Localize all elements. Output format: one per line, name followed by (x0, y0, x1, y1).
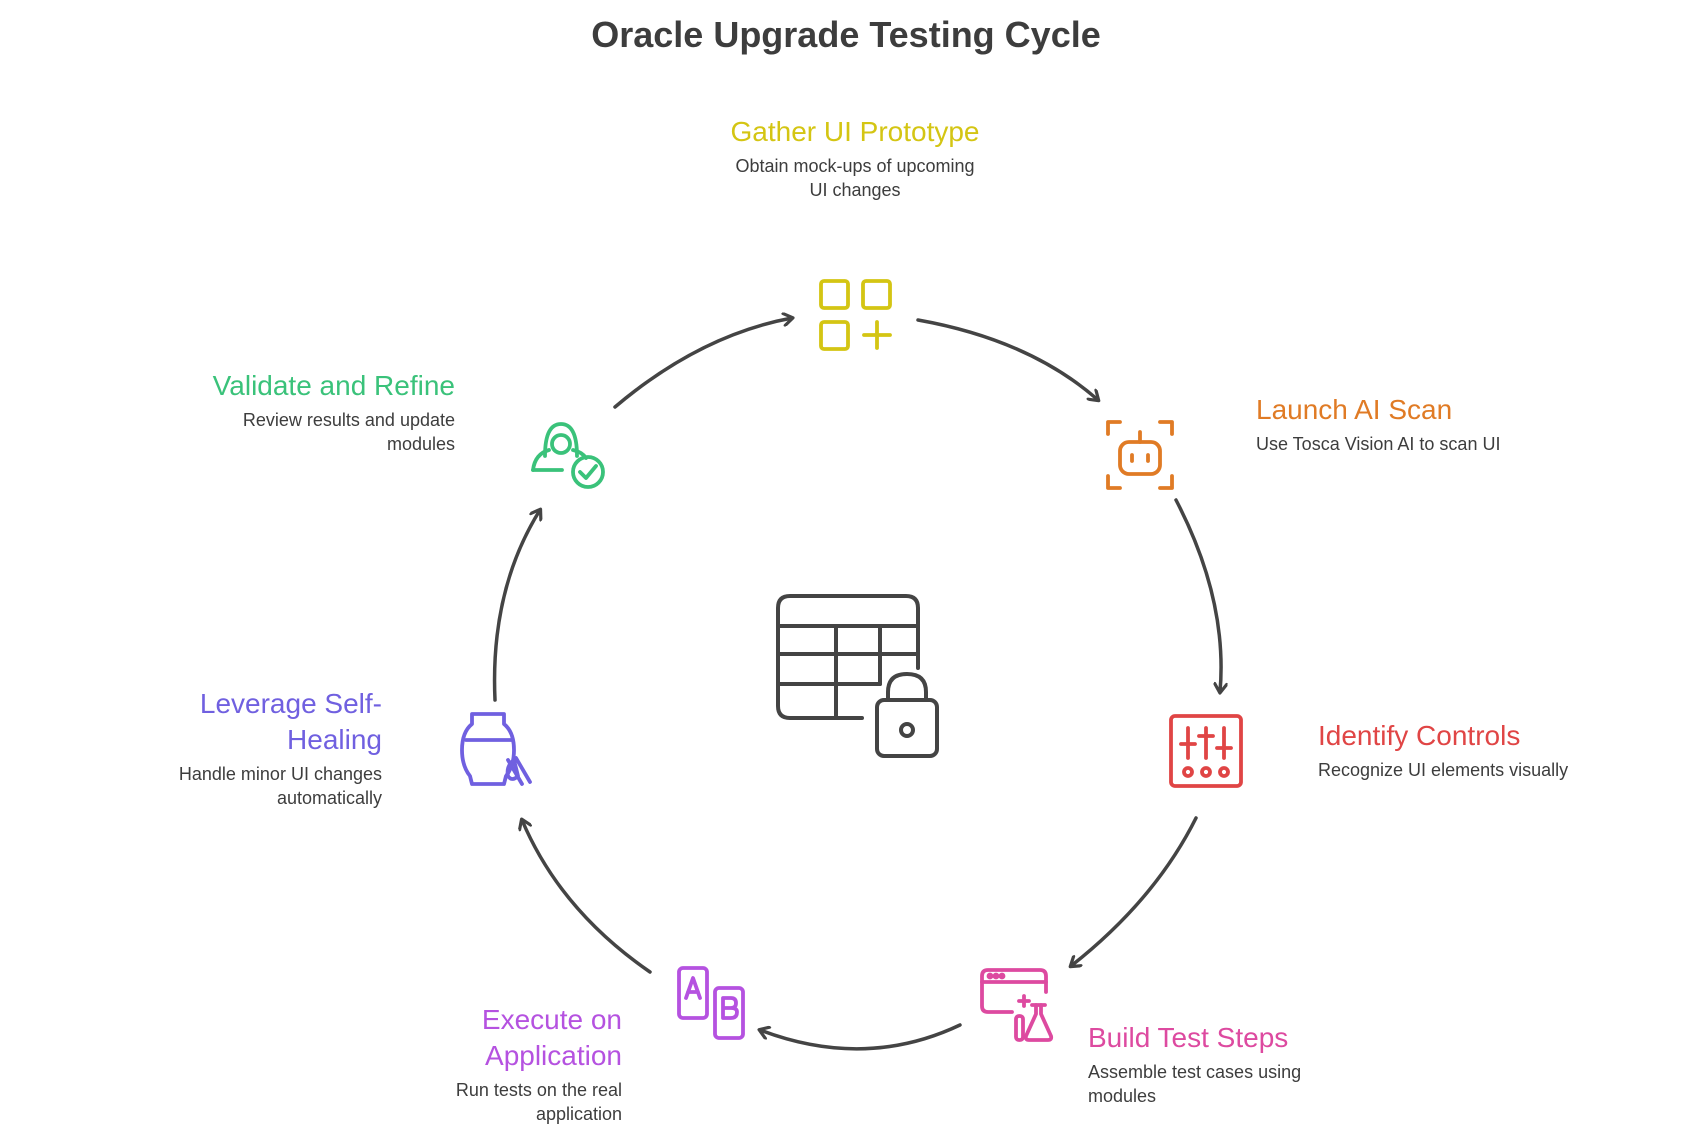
step-identify: Identify Controls Recognize UI elements … (1318, 718, 1678, 782)
step-launch-title: Launch AI Scan (1256, 394, 1453, 425)
step-identify-desc: Recognize UI elements visually (1318, 760, 1569, 780)
table-lock-icon (776, 594, 939, 758)
step-gather: Gather UI Prototype Obtain mock-ups of u… (690, 114, 1020, 202)
step-gather-desc: Obtain mock-ups of upcoming UI changes (735, 156, 975, 200)
step-validate-desc: Review results and update modules (242, 410, 455, 454)
step-build: Build Test Steps Assemble test cases usi… (1088, 1020, 1418, 1108)
diagram-title: Oracle Upgrade Testing Cycle (591, 14, 1101, 55)
step-launch-desc: Use Tosca Vision AI to scan UI (1256, 434, 1501, 454)
step-leverage-title: Leverage Self- Healing (199, 688, 382, 755)
step-build-title: Build Test Steps (1088, 1022, 1289, 1053)
arrow-launch-to-identify (1174, 498, 1221, 692)
step-identify-title: Identify Controls (1318, 720, 1521, 751)
step-execute: Execute on Application Run tests on the … (370, 1002, 622, 1126)
arrow-leverage-to-validate (492, 510, 540, 702)
step-build-desc: Assemble test cases using modules (1088, 1062, 1302, 1106)
ab-phones-icon (677, 966, 745, 1040)
step-launch: Launch AI Scan Use Tosca Vision AI to sc… (1256, 392, 1616, 456)
vase-brush-icon (460, 712, 532, 786)
browser-lab-icon (980, 968, 1054, 1042)
sliders-icon (1169, 714, 1243, 788)
arrow-build-to-execute (760, 1023, 962, 1051)
arrow-identify-to-build (1071, 816, 1198, 966)
step-gather-title: Gather UI Prototype (730, 116, 980, 147)
step-execute-title: Execute on Application (481, 1004, 622, 1071)
step-leverage: Leverage Self- Healing Handle minor UI c… (100, 686, 382, 810)
step-execute-desc: Run tests on the real application (455, 1080, 622, 1124)
step-validate: Validate and Refine Review results and u… (100, 368, 455, 456)
step-leverage-desc: Handle minor UI changes automatically (178, 764, 382, 808)
step-validate-title: Validate and Refine (212, 370, 455, 401)
apps-add-icon (819, 279, 892, 351)
arrow-gather-to-launch (916, 318, 1098, 400)
arrow-validate-to-gather (613, 318, 792, 409)
user-check-icon (531, 422, 605, 489)
robot-scan-icon (1106, 420, 1174, 490)
arrow-execute-to-leverage (522, 820, 652, 974)
